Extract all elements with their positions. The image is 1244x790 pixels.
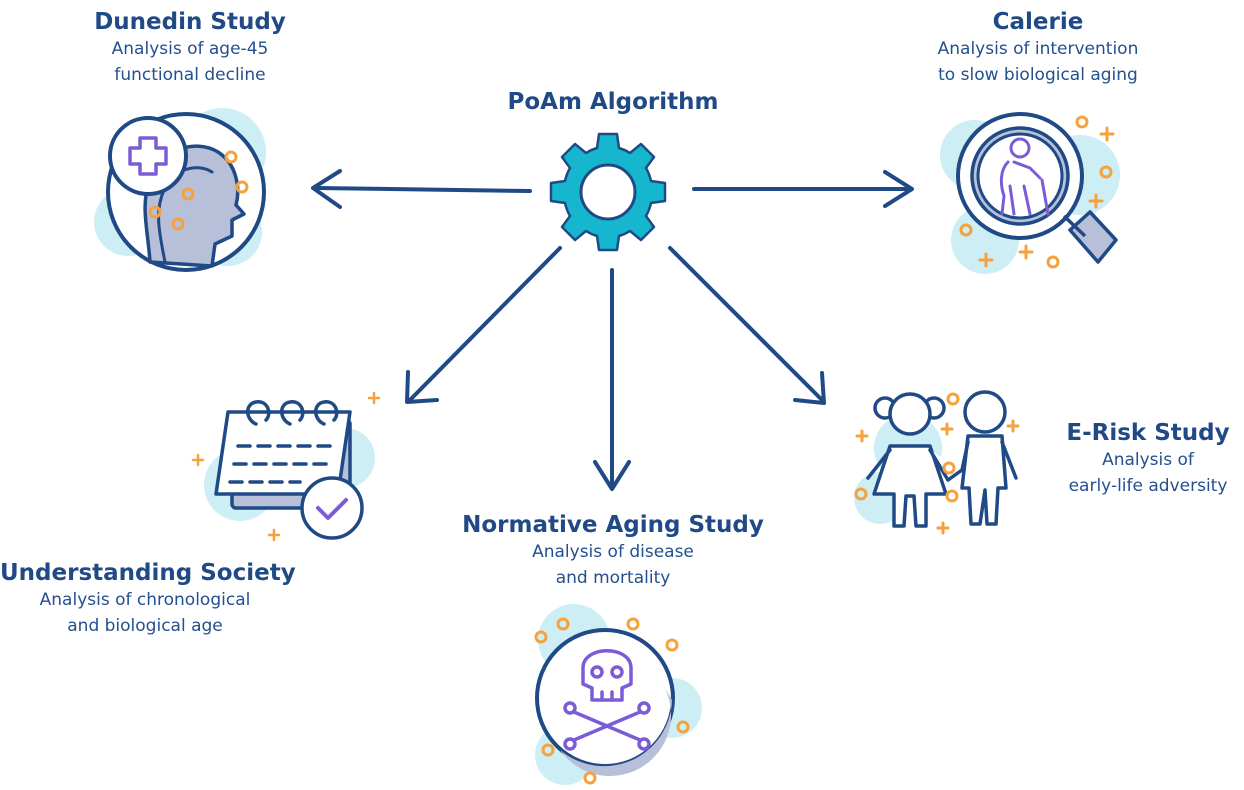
- skull-crossbones-icon: [534, 604, 702, 785]
- calendar-check-icon: [191, 391, 381, 542]
- arrow-to-dunedin: [311, 169, 532, 209]
- erisk-desc-line1: Analysis of: [1102, 450, 1194, 470]
- normative-aging-label: Normative Aging Study Analysis of diseas…: [458, 511, 768, 591]
- dunedin-title: Dunedin Study: [94, 9, 286, 35]
- understanding-society-desc-line1: Analysis of chronological: [39, 590, 251, 610]
- normative-aging-desc-line2: and mortality: [555, 568, 671, 588]
- calerie-desc-line2: to slow biological aging: [938, 65, 1138, 85]
- understanding-society-desc-line2: and biological age: [67, 616, 223, 636]
- erisk-desc-line2: early-life adversity: [1068, 476, 1228, 496]
- gear-icon: [549, 132, 667, 252]
- center-title: PoAm Algorithm: [507, 89, 719, 115]
- understanding-society-label: Understanding Society Analysis of chrono…: [0, 559, 296, 639]
- arrow-to-normative-aging: [593, 268, 631, 491]
- magnifier-elderly-icon: [940, 112, 1120, 274]
- calerie-label: Calerie Analysis of intervention to slow…: [903, 8, 1173, 88]
- dunedin-desc-line1: Analysis of age-45: [111, 39, 269, 59]
- center-label: PoAm Algorithm: [468, 88, 758, 116]
- erisk-label: E-Risk Study Analysis of early-life adve…: [1052, 419, 1244, 499]
- arrow-to-erisk: [668, 246, 826, 405]
- dunedin-label: Dunedin Study Analysis of age-45 functio…: [60, 8, 320, 88]
- arrow-to-calerie: [692, 170, 914, 208]
- understanding-society-title: Understanding Society: [0, 560, 296, 586]
- arrows: [311, 169, 914, 491]
- calerie-desc-line1: Analysis of intervention: [937, 39, 1139, 59]
- arrow-to-understanding-society: [405, 246, 562, 404]
- dunedin-desc-line2: functional decline: [114, 65, 266, 85]
- calerie-title: Calerie: [992, 9, 1084, 35]
- normative-aging-desc-line1: Analysis of disease: [532, 542, 694, 562]
- head-medical-icon: [94, 108, 266, 272]
- children-holding-hands-icon: [854, 390, 1020, 535]
- normative-aging-title: Normative Aging Study: [462, 512, 764, 538]
- erisk-title: E-Risk Study: [1066, 420, 1230, 446]
